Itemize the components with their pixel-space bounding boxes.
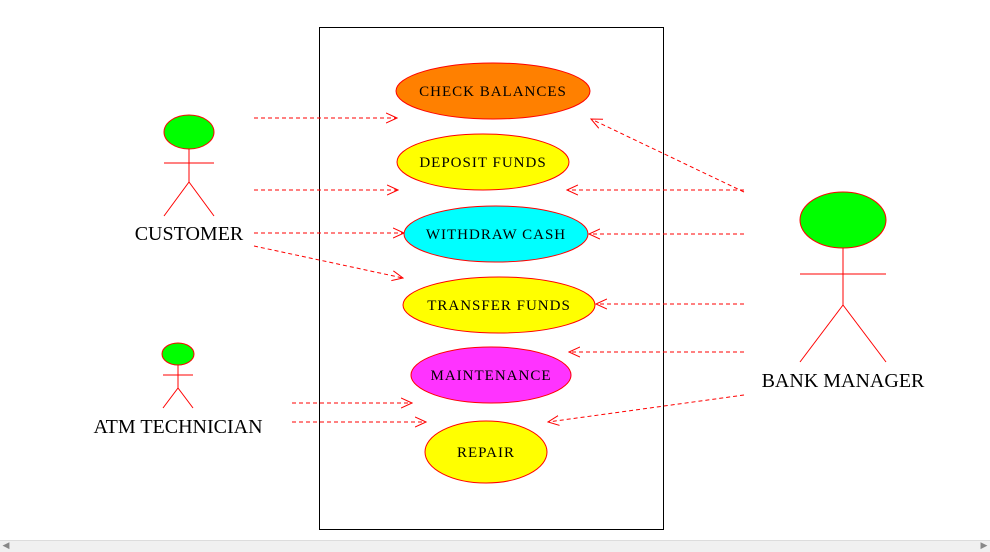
use-case-ellipse xyxy=(402,276,596,334)
scroll-left-arrow-icon[interactable]: ◀ xyxy=(2,541,10,551)
use-case-repair: REPAIR xyxy=(424,420,548,484)
actor-head xyxy=(161,342,195,366)
use-case-diagram: CHECK BALANCES DEPOSIT FUNDS WITHDRAW CA… xyxy=(93,27,925,530)
association-customer-transfer xyxy=(253,245,403,278)
use-case-withdraw-cash: WITHDRAW CASH xyxy=(403,205,589,263)
use-case-deposit-funds: DEPOSIT FUNDS xyxy=(396,133,570,191)
association-manager-check xyxy=(591,119,745,193)
use-case-label: MAINTENANCE xyxy=(431,368,552,384)
actor-head xyxy=(799,191,887,249)
association-lines xyxy=(253,118,745,422)
use-case-label: WITHDRAW CASH xyxy=(426,227,566,243)
actor-head xyxy=(163,114,215,150)
actor-label-bank-manager: BANK MANAGER xyxy=(762,370,925,392)
actor-label-customer: CUSTOMER xyxy=(135,223,244,245)
use-case-label: CHECK BALANCES xyxy=(419,84,567,100)
use-case-ellipse xyxy=(424,420,548,484)
association-manager-repair xyxy=(548,394,745,422)
use-case-transfer-funds: TRANSFER FUNDS xyxy=(402,276,596,334)
actor-leg-right xyxy=(177,387,194,409)
use-case-label: TRANSFER FUNDS xyxy=(427,298,571,314)
use-case-ellipse xyxy=(410,346,572,404)
actor-leg-left xyxy=(162,387,179,409)
actor-leg-left xyxy=(799,304,844,363)
actor-leg-left xyxy=(163,181,190,217)
use-case-label: REPAIR xyxy=(457,445,515,461)
actor-label-atm-technician: ATM TECHNICIAN xyxy=(93,416,262,438)
actor-atm-technician xyxy=(161,342,195,409)
use-case-check-balances: CHECK BALANCES xyxy=(395,62,591,120)
actor-bank-manager xyxy=(799,191,887,363)
actor-leg-right xyxy=(188,181,215,217)
use-case-ellipse xyxy=(396,133,570,191)
scroll-right-arrow-icon[interactable]: ▶ xyxy=(980,541,988,551)
use-case-ellipse xyxy=(403,205,589,263)
system-boundary xyxy=(319,27,664,530)
use-case-ellipse xyxy=(395,62,591,120)
horizontal-scrollbar[interactable]: ◀ ▶ xyxy=(0,540,990,552)
actor-leg-right xyxy=(842,304,887,363)
use-case-maintenance: MAINTENANCE xyxy=(410,346,572,404)
use-case-label: DEPOSIT FUNDS xyxy=(419,155,546,171)
actor-customer xyxy=(163,114,215,217)
